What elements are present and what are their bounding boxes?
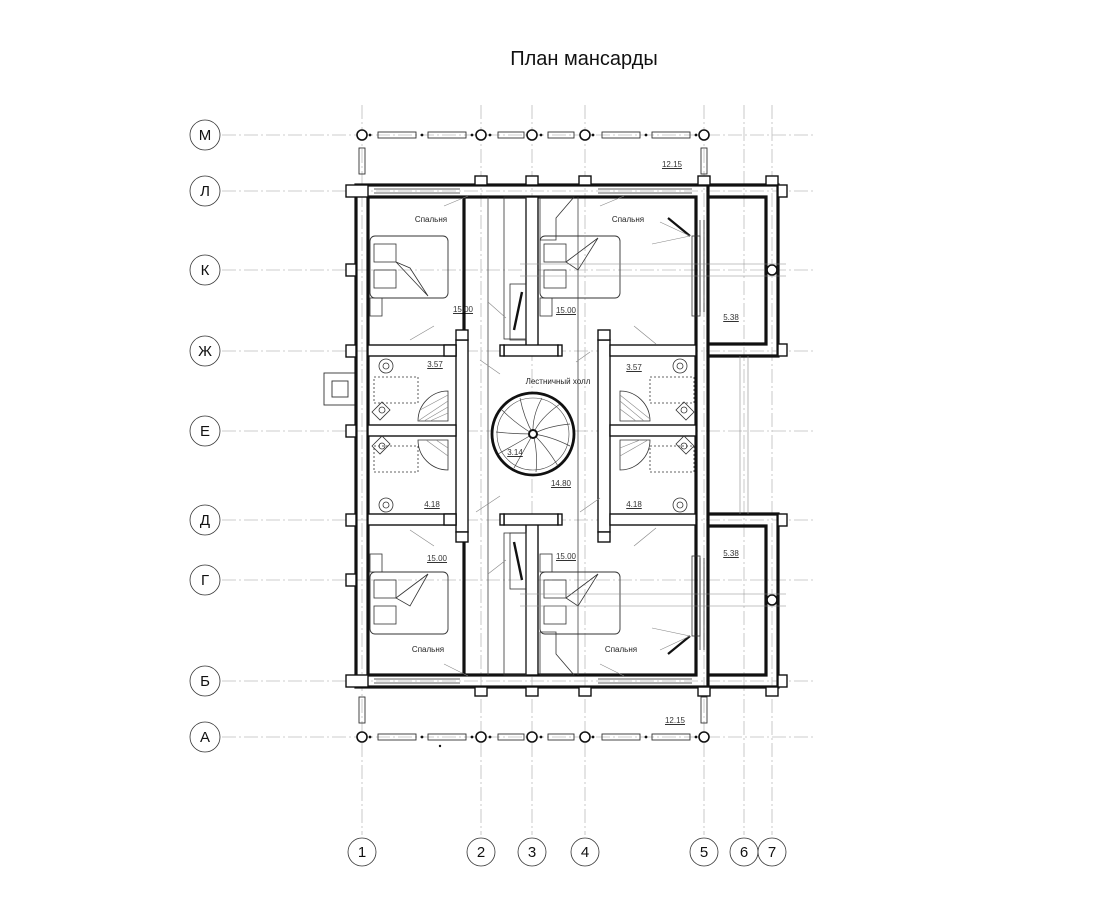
area-label: 3.14 xyxy=(507,448,523,457)
area-label: 15.00 xyxy=(556,552,577,561)
leader-lines xyxy=(409,195,657,677)
bathrooms xyxy=(371,358,695,513)
axis-label-column: 5 xyxy=(700,844,708,861)
chimney xyxy=(323,372,357,406)
spiral-staircase xyxy=(490,391,576,477)
axis-label-row: Г xyxy=(201,572,209,589)
wardrobes xyxy=(503,196,575,676)
area-label: 4.18 xyxy=(424,500,440,509)
axis-marker-row: Д xyxy=(189,504,221,536)
axis-label-row: Ж xyxy=(198,343,212,360)
axis-marker-column: 2 xyxy=(466,837,496,867)
axis-marker-row: Е xyxy=(189,415,221,447)
axis-marker-column: 6 xyxy=(729,837,759,867)
axis-label-row: М xyxy=(199,127,212,144)
area-label: 15.00 xyxy=(453,305,474,314)
axis-label-row: Д xyxy=(200,512,210,529)
axis-label-column: 1 xyxy=(358,844,366,861)
area-label: 14.80 xyxy=(551,479,572,488)
axis-marker-row: А xyxy=(189,721,221,753)
room-labels: Спальня Спальня Спальня Спальня Лестничн… xyxy=(412,215,644,654)
axis-marker-column: 3 xyxy=(517,837,547,867)
plan-title: План мансарды xyxy=(510,48,658,70)
axis-label-column: 2 xyxy=(477,844,485,861)
axis-marker-row: Ж xyxy=(189,335,221,367)
area-label: 3.57 xyxy=(626,363,642,372)
area-label: 3.57 xyxy=(427,360,443,369)
axis-label-column: 6 xyxy=(740,844,748,861)
area-label: 15.00 xyxy=(427,554,448,563)
axis-label-row: Л xyxy=(200,183,210,200)
area-label: 12.15 xyxy=(662,160,683,169)
area-label: 12.15 xyxy=(665,716,686,725)
column-axis-markers: 1 2 3 4 5 6 7 xyxy=(347,837,787,867)
area-label: 5.38 xyxy=(723,313,739,322)
bed-bottom-left xyxy=(369,553,449,635)
area-label: 15.00 xyxy=(556,306,577,315)
axis-marker-column: 7 xyxy=(757,837,787,867)
bed-bottom-right xyxy=(539,553,621,635)
axis-marker-column: 4 xyxy=(570,837,600,867)
axis-marker-column: 1 xyxy=(347,837,377,867)
axis-marker-row: Г xyxy=(189,564,221,596)
bed-top-right xyxy=(539,235,621,317)
axis-marker-column: 5 xyxy=(689,837,719,867)
axis-marker-row: К xyxy=(189,254,221,286)
axis-label-column: 7 xyxy=(768,844,776,861)
room-label-bedroom: Спальня xyxy=(612,215,644,224)
axis-label-row: К xyxy=(201,262,210,279)
room-label-bedroom: Спальня xyxy=(605,645,637,654)
row-axis-markers: М Л К Ж Е Д Г Б А xyxy=(189,119,221,753)
area-labels: 12.15 12.15 15.00 15.00 15.00 15.00 5.38… xyxy=(424,160,739,725)
bed-top-left xyxy=(369,235,449,317)
beams xyxy=(520,263,786,607)
axis-marker-row: Л xyxy=(189,175,221,207)
room-label-stair-hall: Лестничный холл xyxy=(526,377,591,386)
axis-label-row: Б xyxy=(200,673,210,690)
axis-label-column: 4 xyxy=(581,844,589,861)
axis-marker-row: Б xyxy=(189,665,221,697)
axis-marker-row: М xyxy=(189,119,221,151)
room-label-bedroom: Спальня xyxy=(412,645,444,654)
axis-label-row: Е xyxy=(200,423,210,440)
axis-label-column: 3 xyxy=(528,844,536,861)
area-label: 4.18 xyxy=(626,500,642,509)
room-label-bedroom: Спальня xyxy=(415,215,447,224)
area-label: 5.38 xyxy=(723,549,739,558)
axis-label-row: А xyxy=(200,729,210,746)
